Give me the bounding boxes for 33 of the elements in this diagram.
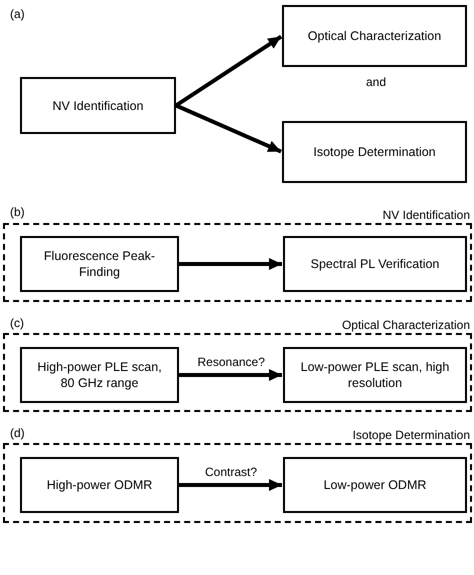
process-box [20, 457, 179, 513]
group-heading: Isotope Determination [352, 428, 470, 442]
process-box [283, 347, 467, 403]
box-label: Low-power PLE scan, high resolution [300, 359, 450, 391]
box-label: Spectral PL Verification [310, 256, 440, 272]
box-label: Optical Characterization [306, 28, 442, 44]
process-box [283, 236, 467, 292]
box-label: NV Identification [51, 98, 145, 114]
arrow [175, 104, 282, 154]
box-label: Fluorescence Peak-Finding [42, 248, 156, 280]
box-label: High-power PLE scan, 80 GHz range [36, 359, 163, 391]
process-box [282, 5, 467, 67]
process-box [283, 457, 467, 513]
arrow [174, 34, 282, 108]
box-label: High-power ODMR [46, 477, 154, 493]
box-label: Low-power ODMR [322, 477, 428, 493]
arrow [179, 258, 282, 270]
panel-label: (d) [10, 426, 25, 440]
box-label: Isotope Determination [312, 144, 437, 160]
edge-label: Resonance? [196, 355, 267, 369]
group-heading: NV Identification [382, 208, 470, 222]
process-box [282, 121, 467, 183]
arrow [179, 479, 282, 491]
process-box [20, 77, 176, 134]
panel-label: (c) [10, 316, 24, 330]
conjunction-text: and [366, 75, 386, 89]
arrow [179, 369, 282, 381]
process-box [20, 236, 179, 292]
process-box [20, 347, 179, 403]
panel-label: (b) [10, 205, 25, 219]
edge-label: Contrast? [203, 465, 260, 479]
group-heading: Optical Characterization [342, 318, 470, 332]
panel-label: (a) [10, 7, 25, 21]
